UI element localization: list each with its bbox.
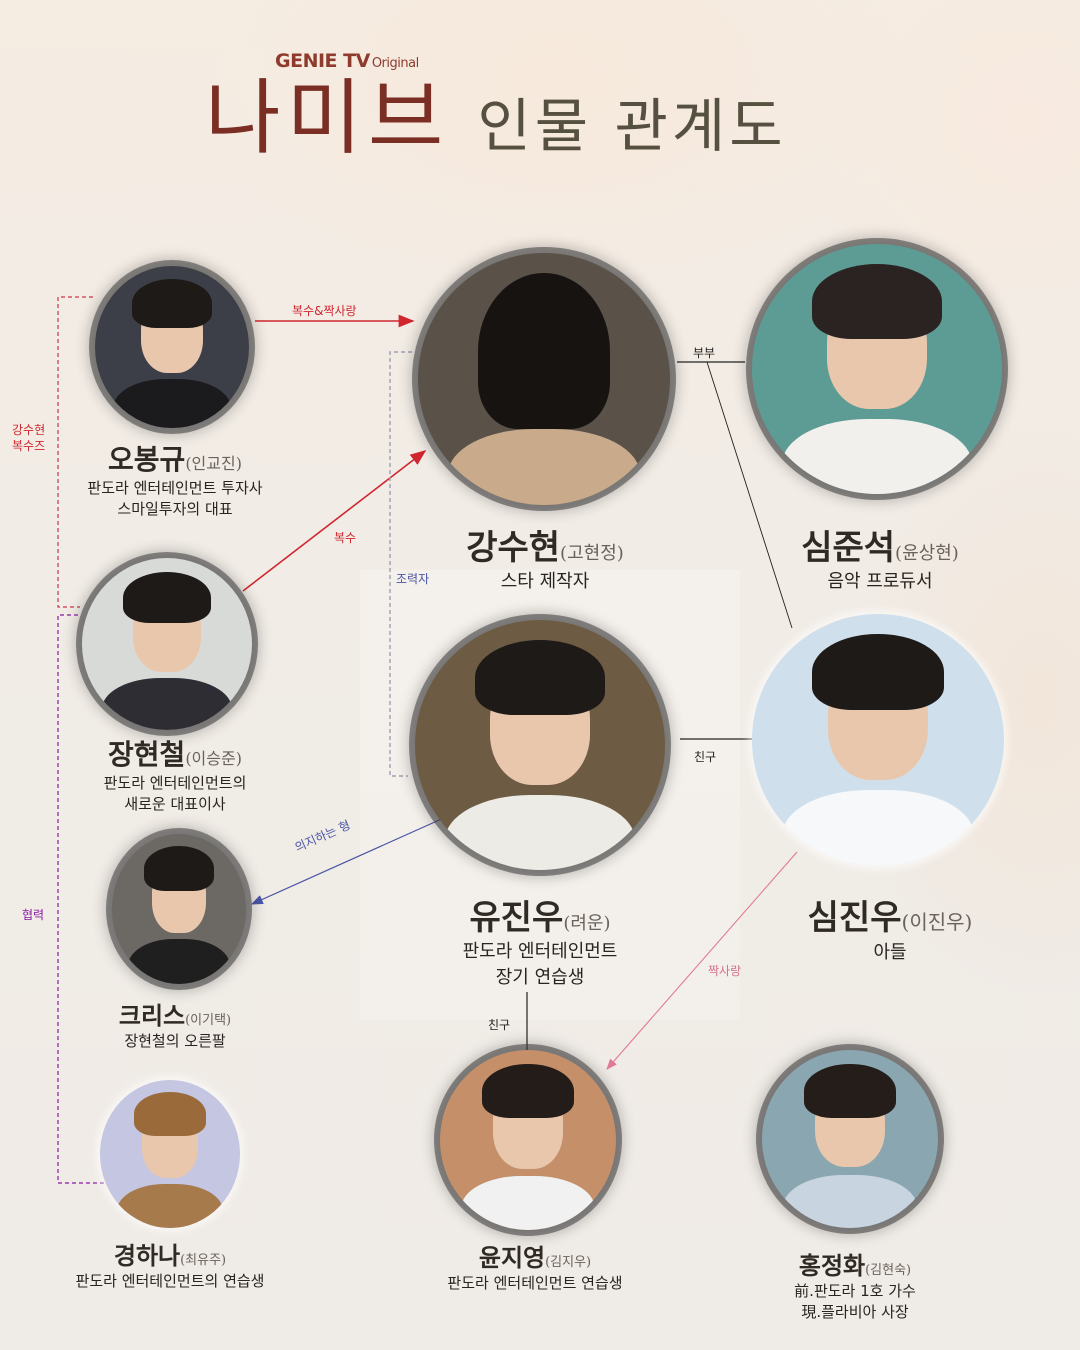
actor-name: (고현정) <box>560 543 624 564</box>
chart-title: 인물 관계도 <box>477 92 787 160</box>
character-role: 現.플라비아 사장 <box>801 1303 909 1321</box>
character-name: 심준석 <box>801 528 896 568</box>
label-revenge-group: 강수현 복수즈 <box>12 422 45 454</box>
actor-name: (김지우) <box>545 1255 592 1270</box>
character-role: 판도라 엔터테인먼트 연습생 <box>447 1274 623 1292</box>
photo-kang-suhyeon <box>418 253 670 505</box>
character-oh-bonggyu: 오봉규(인교진) 판도라 엔터테인먼트 투자사 스마일투자의 대표 <box>40 438 310 520</box>
character-name: 윤지영 <box>478 1243 546 1272</box>
photo-chris <box>112 834 246 984</box>
actor-name: (이승준) <box>185 749 242 768</box>
label-revenge-crush: 복수&짝사랑 <box>292 304 357 318</box>
label-married: 부부 <box>693 346 716 360</box>
character-sim-jinwoo: 심진우(이진우) 아들 <box>755 890 1025 967</box>
label-revenge-group-line2: 복수즈 <box>12 439 46 453</box>
label-cooperation: 협력 <box>22 908 45 922</box>
character-role: 판도라 엔터테인먼트의 연습생 <box>75 1272 265 1290</box>
character-gyeong-hana: 경하나(최유주) 판도라 엔터테인먼트의 연습생 <box>35 1236 305 1292</box>
character-role: 판도라 엔터테인먼트 <box>462 941 618 962</box>
character-name: 심진우 <box>807 898 902 938</box>
page-title: 나미브 인물 관계도 <box>205 78 787 160</box>
character-name: 크리스 <box>118 1001 186 1030</box>
character-name: 장현철 <box>108 738 186 771</box>
character-name: 유진우 <box>469 898 564 938</box>
actor-name: (이진우) <box>901 910 973 934</box>
label-revenge: 복수 <box>334 531 357 545</box>
photo-gyeong-hana <box>100 1080 240 1228</box>
photo-hong-jeonghwa <box>762 1050 938 1228</box>
photo-sim-junseok <box>752 244 1002 494</box>
line-son <box>706 361 793 629</box>
brand-name: GENIE TV <box>275 50 370 72</box>
character-yun-jiyeong: 윤지영(김지우) 판도라 엔터테인먼트 연습생 <box>400 1238 670 1294</box>
arrow-dependent-brother <box>250 816 447 905</box>
brand-suffix: Original <box>371 56 419 71</box>
actor-name: (려운) <box>563 913 611 934</box>
character-name: 경하나 <box>113 1241 181 1270</box>
photo-oh-bonggyu <box>95 266 249 428</box>
character-role: 판도라 엔터테인먼트의 <box>103 774 247 792</box>
bracket-revenge-group <box>57 296 93 608</box>
character-name: 오봉규 <box>108 443 186 476</box>
character-role: 장현철의 오른팔 <box>124 1032 226 1050</box>
actor-name: (최유주) <box>180 1253 227 1268</box>
character-role: 음악 프로듀서 <box>827 571 933 592</box>
bracket-helper <box>389 351 412 777</box>
arrow-revenge <box>242 450 427 592</box>
character-jang-hyeoncheol: 장현철(이승준) 판도라 엔터테인먼트의 새로운 대표이사 <box>40 733 310 815</box>
photo-yu-jinwoo <box>415 620 665 870</box>
character-role: 스타 제작자 <box>500 571 590 592</box>
character-role: 판도라 엔터테인먼트 투자사 <box>87 479 263 497</box>
actor-name: (인교진) <box>185 454 242 473</box>
character-yu-jinwoo: 유진우(려운) 판도라 엔터테인먼트 장기 연습생 <box>405 890 675 991</box>
character-role: 前.판도라 1호 가수 <box>794 1282 916 1300</box>
photo-yun-jiyeong <box>440 1050 616 1230</box>
character-name: 홍정화 <box>798 1251 866 1280</box>
label-revenge-group-line1: 강수현 <box>12 423 46 437</box>
character-role: 스마일투자의 대표 <box>117 500 233 518</box>
character-chris: 크리스(이기택) 장현철의 오른팔 <box>40 996 310 1052</box>
actor-name: (이기택) <box>185 1013 232 1028</box>
photo-jang-hyeoncheol <box>82 558 252 730</box>
character-sim-junseok: 심준석(윤상현) 음악 프로듀서 <box>745 520 1015 595</box>
actor-name: (김현숙) <box>865 1263 912 1278</box>
character-role: 장기 연습생 <box>495 967 585 988</box>
actor-name: (윤상현) <box>895 543 959 564</box>
show-title: 나미브 <box>205 71 450 166</box>
bracket-cooperation <box>57 614 110 1184</box>
character-role: 새로운 대표이사 <box>124 795 226 813</box>
label-crush: 짝사랑 <box>708 964 742 978</box>
character-hong-jeonghwa: 홍정화(김현숙) 前.판도라 1호 가수 現.플라비아 사장 <box>720 1246 990 1323</box>
label-friend-2: 친구 <box>488 1018 511 1032</box>
character-role: 아들 <box>873 942 907 963</box>
label-helper: 조력자 <box>396 572 430 586</box>
character-kang-suhyeon: 강수현(고현정) 스타 제작자 <box>410 520 680 595</box>
arrow-crush <box>606 851 798 1070</box>
label-friend: 친구 <box>694 750 717 764</box>
photo-sim-jinwoo <box>752 614 1004 866</box>
character-name: 강수현 <box>466 528 561 568</box>
